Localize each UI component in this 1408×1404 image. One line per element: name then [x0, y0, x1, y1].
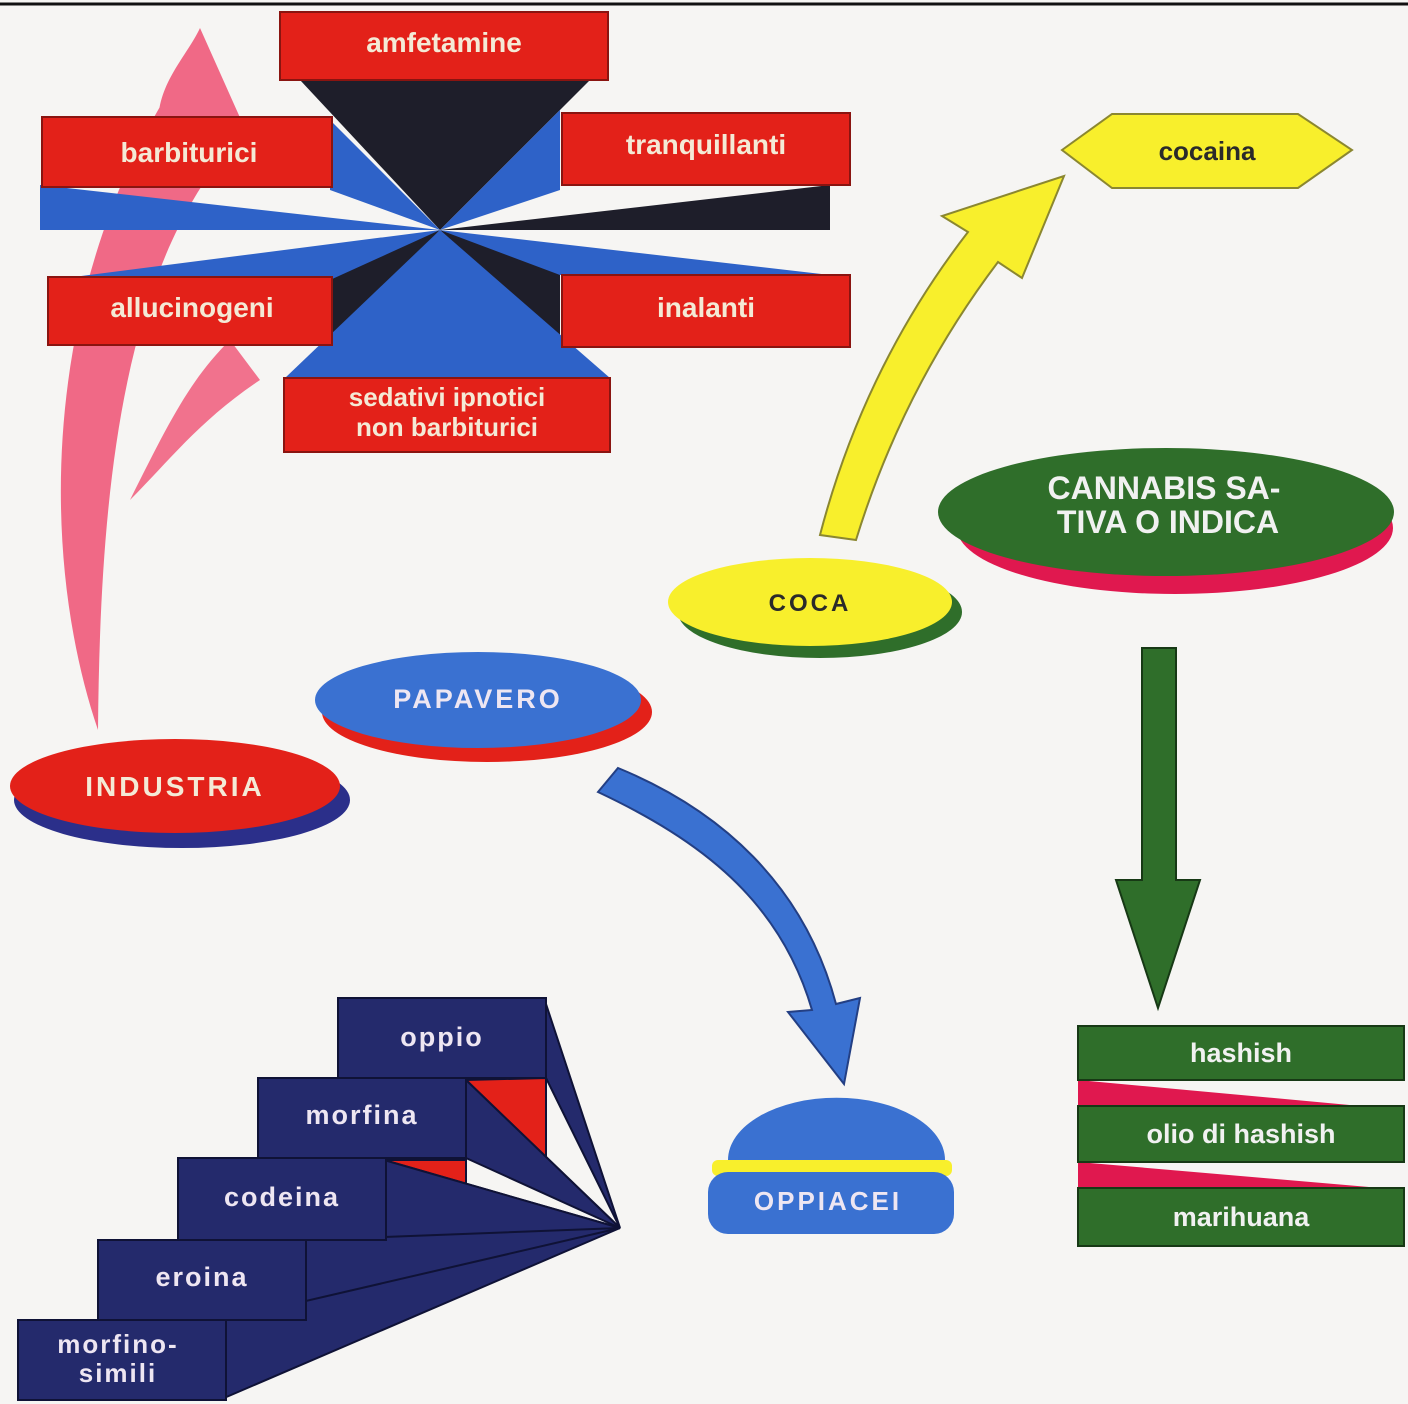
label-cocaina: cocaina	[1159, 136, 1256, 166]
industria-node: INDUSTRIA	[10, 739, 350, 848]
label-oppiacei: OPPIACEI	[754, 1186, 902, 1216]
cocaina-node: cocaina	[1060, 113, 1354, 189]
box-marihuana	[1077, 1187, 1405, 1247]
label-oppio: oppio	[400, 1022, 483, 1052]
papavero-arrow	[596, 766, 862, 1087]
coca-node: COCA	[668, 558, 962, 658]
step-morfino-simili	[17, 1319, 227, 1401]
opiates-staircase: oppio morfina codeina eroina morfino- si…	[17, 997, 621, 1401]
tranquillanti-box	[561, 112, 851, 186]
label-morfina: morfina	[305, 1100, 418, 1130]
label-amfetamine: amfetamine	[366, 27, 522, 58]
label-tranquillanti: tranquillanti	[626, 129, 786, 160]
box-hashish	[1077, 1025, 1405, 1081]
label-industria: INDUSTRIA	[85, 771, 264, 802]
cannabis-node: CANNABIS SA- TIVA O INDICA	[938, 448, 1394, 594]
label-simili: simili	[79, 1358, 157, 1388]
box-olio-di-hashish	[1077, 1105, 1405, 1163]
label-barbiturici: barbiturici	[121, 137, 258, 168]
label-hashish: hashish	[1190, 1038, 1292, 1068]
sedativi-box	[283, 377, 611, 453]
cannabis-products: hashish olio di hashish marihuana	[1077, 1025, 1405, 1247]
label-sedativi-line1: sedativi ipnotici	[349, 382, 546, 412]
step-oppio	[337, 997, 547, 1079]
coca-arrow	[818, 174, 1066, 542]
label-allucinogeni: allucinogeni	[110, 292, 273, 323]
label-sedativi-line2: non barbiturici	[356, 412, 538, 442]
label-codeina: codeina	[224, 1182, 340, 1212]
label-coca: COCA	[769, 590, 852, 617]
step-codeina	[177, 1157, 387, 1241]
label-cannabis-line2: TIVA O INDICA	[1057, 504, 1279, 540]
label-olio-di-hashish: olio di hashish	[1146, 1119, 1335, 1149]
label-eroina: eroina	[155, 1262, 248, 1292]
label-papavero: PAPAVERO	[393, 684, 563, 714]
cannabis-arrow	[1114, 647, 1202, 1012]
papavero-node: PAPAVERO	[315, 652, 652, 762]
allucinogeni-box	[47, 276, 333, 346]
barbiturici-box	[41, 116, 333, 188]
amfetamine-box	[279, 11, 609, 81]
label-inalanti: inalanti	[657, 292, 755, 323]
oppiacei-node: OPPIACEI	[708, 1097, 954, 1234]
label-morfino: morfino-	[57, 1329, 178, 1359]
inalanti-box	[561, 274, 851, 348]
label-cannabis-line1: CANNABIS SA-	[1048, 470, 1281, 506]
industria-cross: amfetamine barbiturici tranquillanti all…	[40, 11, 851, 453]
label-marihuana: marihuana	[1173, 1202, 1311, 1232]
step-morfina	[257, 1077, 467, 1159]
